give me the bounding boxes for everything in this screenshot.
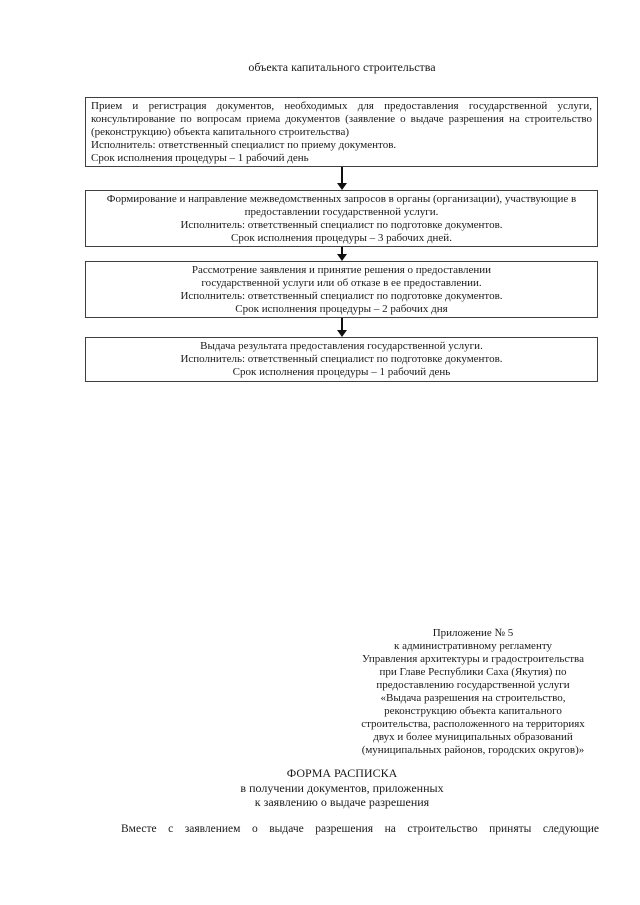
appendix-line: реконструкцию объекта капитального	[384, 705, 562, 717]
flow-box-line: (реконструкцию) объекта капитального стр…	[91, 126, 349, 138]
appendix-reference-block: Приложение № 5 к административному регла…	[352, 627, 594, 757]
arrow-head	[336, 254, 347, 261]
arrow-down-icon	[85, 247, 598, 261]
arrow-shaft	[340, 167, 343, 184]
flow-box-line: Срок исполнения процедуры – 3 рабочих дн…	[231, 232, 452, 244]
flow-box-line: Рассмотрение заявления и принятие решени…	[191, 264, 492, 276]
appendix-line: двух и более муниципальных образований	[373, 731, 573, 743]
form-heading-line: ФОРМА РАСПИСКА	[286, 766, 398, 780]
form-heading-line: к заявлению о выдаче разрешения	[254, 795, 430, 809]
flow-box-line: предоставлении государственной услуги.	[244, 206, 439, 218]
appendix-line: строительства, расположенного на террито…	[361, 718, 585, 730]
appendix-line: к административному регламенту	[394, 640, 552, 652]
appendix-line: Управления архитектуры и градостроительс…	[362, 653, 584, 665]
arrow-down-icon	[85, 167, 598, 190]
arrow-shaft	[340, 247, 343, 255]
arrow-head	[336, 330, 347, 337]
body-paragraph: Вместе с заявлением о выдаче разрешения …	[121, 823, 599, 835]
appendix-line: Приложение № 5	[432, 627, 514, 639]
flow-box-review: Рассмотрение заявления и принятие решени…	[85, 261, 598, 318]
flow-box-line: Формирование и направление межведомствен…	[106, 193, 577, 205]
appendix-line: предоставлению государственной услуги	[376, 679, 570, 691]
form-heading: ФОРМА РАСПИСКА в получении документов, п…	[85, 766, 599, 810]
flow-box-line: Срок исполнения процедуры – 1 рабочий де…	[91, 152, 309, 164]
procedure-flowchart: Прием и регистрация документов, необходи…	[85, 97, 598, 382]
flow-box-line: государственной услуги или об отказе в е…	[201, 277, 482, 289]
arrow-head	[336, 183, 347, 190]
flow-box-line: Исполнитель: ответственный специалист по…	[180, 219, 503, 231]
appendix-line: «Выдача разрешения на строительство,	[380, 692, 566, 704]
flow-box-line: Срок исполнения процедуры – 1 рабочий де…	[232, 366, 451, 378]
flow-box-line: Прием и регистрация документов, необходи…	[91, 100, 592, 112]
flow-box-line: консультирование по вопросам приема доку…	[91, 113, 592, 125]
page-title: объекта капитального строительства	[248, 60, 436, 74]
flow-box-line: Исполнитель: ответственный специалист по…	[180, 290, 503, 302]
flow-box-issuance: Выдача результата предоставления государ…	[85, 337, 598, 382]
form-heading-line: в получении документов, приложенных	[240, 780, 444, 795]
flow-box-reception: Прием и регистрация документов, необходи…	[85, 97, 598, 167]
appendix-line: (муниципальных районов, городских округо…	[361, 744, 585, 756]
flow-box-line: Выдача результата предоставления государ…	[200, 340, 483, 352]
arrow-down-icon	[85, 318, 598, 337]
flow-box-line: Исполнитель: ответственный специалист по…	[91, 139, 397, 151]
arrow-shaft	[340, 318, 343, 331]
flow-box-line: Исполнитель: ответственный специалист по…	[180, 353, 503, 365]
flow-box-line: Срок исполнения процедуры – 2 рабочих дн…	[235, 303, 448, 315]
flow-box-interagency: Формирование и направление межведомствен…	[85, 190, 598, 247]
appendix-line: при Главе Республики Саха (Якутия) по	[379, 666, 567, 678]
